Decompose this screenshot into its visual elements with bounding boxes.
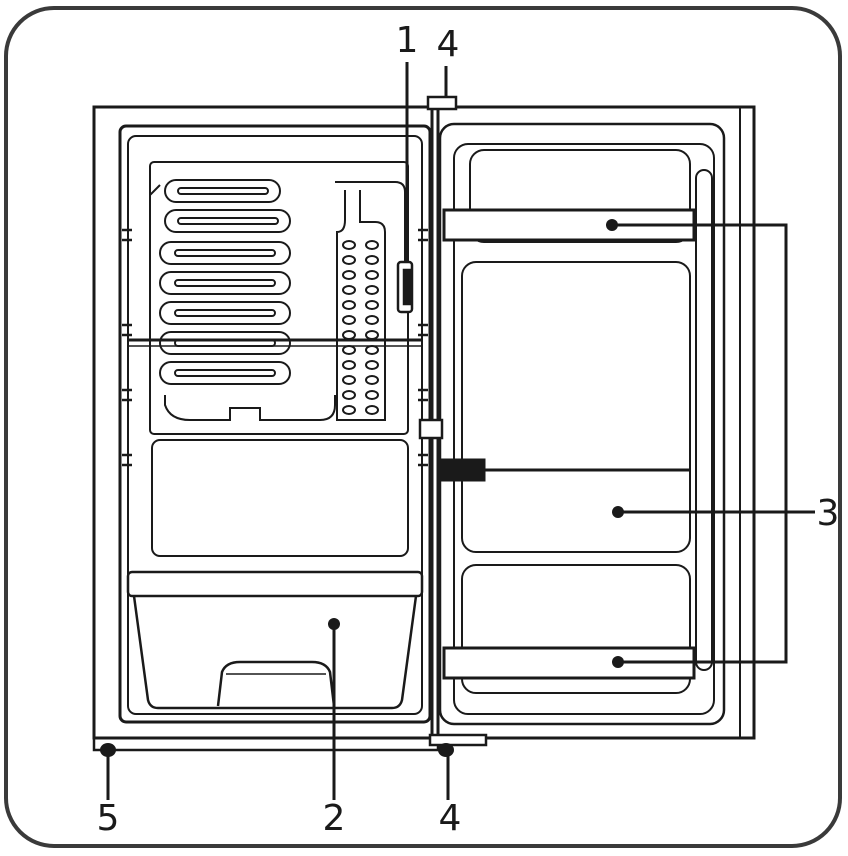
hinges (418, 95, 488, 747)
condenser-tube-column (335, 181, 406, 421)
crisper-handle (216, 660, 336, 707)
leader-dots (328, 219, 624, 668)
evaporator-coil (149, 179, 336, 425)
door-upper-recess (469, 149, 691, 243)
cabinet-base (92, 736, 440, 752)
wire-shelf (128, 338, 422, 347)
foot-left (100, 743, 116, 757)
callout-5: 5 (97, 798, 120, 839)
callout-3: 3 (817, 493, 840, 534)
door-middle-recess (461, 261, 691, 553)
top-hinge (426, 95, 458, 111)
leader-3 (612, 223, 815, 664)
door-edge (739, 106, 755, 739)
crisper-cover (126, 570, 424, 598)
crisper-drawer (126, 570, 424, 710)
leader-lines (106, 62, 815, 800)
callout-2: 2 (323, 798, 346, 839)
crisper-bin (132, 595, 418, 710)
door-lower-recess (461, 564, 691, 694)
door (430, 105, 756, 740)
door-inner-panel (453, 143, 715, 715)
door-outer (430, 105, 756, 740)
leveling-feet (100, 743, 454, 757)
bottom-hinge (428, 733, 488, 747)
door-shelves (438, 208, 696, 680)
cabinet (92, 105, 440, 752)
foot-right (438, 743, 454, 757)
callout-1: 1 (396, 20, 419, 61)
lower-back-panel (151, 439, 409, 557)
thermostat-control (396, 260, 414, 314)
shelf-supports (122, 228, 428, 467)
callout-4-bottom: 4 (439, 798, 462, 839)
callout-4-top: 4 (437, 24, 460, 65)
outer-frame (4, 6, 842, 848)
